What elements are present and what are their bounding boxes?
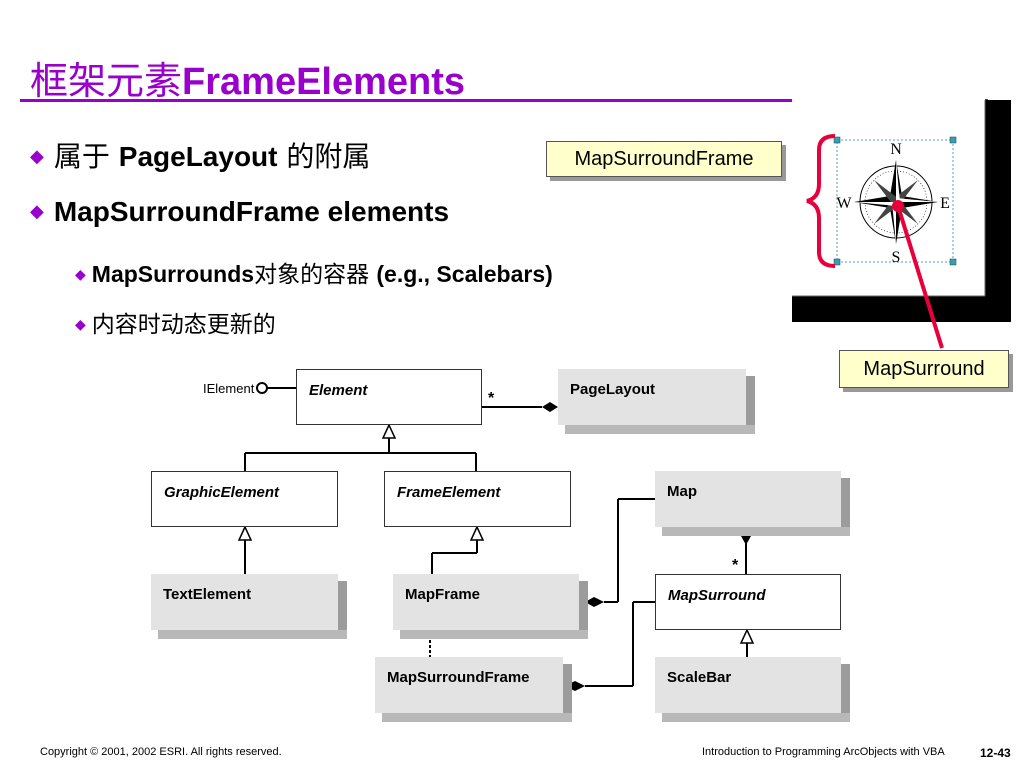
selection-handle — [949, 258, 957, 266]
pagelayout-multiplicity: * — [488, 390, 495, 407]
uml-class-mapsurround: MapSurround — [655, 574, 841, 630]
uml-class-scalebar: ScaleBar — [655, 657, 841, 713]
selection-handle — [949, 136, 957, 144]
pointer-dot-icon — [892, 200, 904, 212]
aggregation-diamond-icons — [542, 402, 751, 691]
bullet-dynamic-update: ◆ 内容时动态更新的 — [75, 305, 276, 339]
box-shade — [746, 376, 755, 432]
mapsurround-pointer-line — [896, 205, 944, 349]
bullet-mapsurroundframe-elements: ◆ MapSurroundFrame elements — [30, 195, 449, 228]
bullet-text: 属于 — [53, 140, 110, 173]
bullet-text-bold: PageLayout — [118, 141, 278, 172]
mapsurroundframe-callout: MapSurroundFrame — [546, 141, 782, 177]
bullet-text: 对象的容器 — [254, 262, 370, 288]
bullet-text-bold: MapSurrounds — [91, 261, 255, 287]
diamond-bullet-icon: ◆ — [75, 267, 86, 283]
page-shadow-right — [985, 100, 1011, 322]
page-number: 12-43 — [980, 746, 1011, 760]
box-shade — [841, 478, 850, 534]
box-shade — [579, 581, 588, 637]
footer-course-title: Introduction to Programming ArcObjects w… — [702, 746, 945, 758]
map-multiplicity: * — [732, 557, 739, 574]
box-shade — [662, 713, 850, 722]
surround-frame-selection — [836, 139, 954, 263]
box-shade — [400, 630, 588, 639]
title-chinese: 框架元素 — [30, 59, 183, 103]
uml-class-element: Element — [296, 369, 482, 425]
box-shade — [563, 664, 572, 720]
uml-class-textelement: TextElement — [151, 574, 338, 630]
title-divider — [20, 99, 988, 102]
selection-handle — [833, 258, 841, 266]
diamond-bullet-icon: ◆ — [30, 201, 44, 222]
bullet-text-bold: (e.g., Scalebars) — [376, 261, 553, 287]
diamond-bullet-icon: ◆ — [75, 317, 86, 333]
compass-label-e: E — [940, 195, 950, 212]
uml-class-frameelement: FrameElement — [384, 471, 571, 527]
uml-class-mapframe: MapFrame — [393, 574, 579, 630]
bullet-container-of-mapsurrounds: ◆ MapSurrounds对象的容器 (e.g., Scalebars) — [75, 255, 553, 289]
diamond-bullet-icon: ◆ — [30, 146, 44, 167]
compass-label-s: S — [892, 249, 901, 266]
box-shade — [662, 527, 850, 536]
inheritance-arrow-icons — [237, 423, 755, 644]
uml-class-graphicelement: GraphicElement — [151, 471, 338, 527]
box-shade — [382, 713, 572, 722]
compass-label-n: N — [890, 141, 902, 158]
compass-label-w: W — [836, 195, 852, 212]
footer-copyright: Copyright © 2001, 2002 ESRI. All rights … — [40, 746, 282, 758]
box-shade — [565, 425, 755, 434]
title-english: FrameElements — [182, 61, 466, 103]
uml-class-map: Map — [655, 471, 841, 527]
uml-class-mapsurroundframe: MapSurroundFrame — [375, 657, 563, 713]
bullet-text-bold: MapSurroundFrame elements — [53, 196, 450, 227]
ielement-interface-label: IElement — [203, 381, 255, 396]
bullet-belongs-to-pagelayout: ◆ 属于 PageLayout 的附属 — [30, 135, 370, 175]
mapsurround-callout: MapSurround — [839, 350, 1009, 388]
uml-connectors — [244, 382, 748, 687]
selection-handle — [833, 136, 841, 144]
uml-class-pagelayout: PageLayout — [558, 369, 746, 425]
bullet-text: 内容时动态更新的 — [91, 312, 276, 338]
brace-icon — [806, 134, 836, 268]
box-shade — [158, 630, 347, 639]
page-title: 框架元素FrameElements — [30, 50, 465, 105]
box-shade — [338, 581, 347, 637]
bullet-text: 的附属 — [286, 140, 371, 173]
box-shade — [841, 664, 850, 720]
page-shadow-bottom — [792, 296, 1011, 322]
